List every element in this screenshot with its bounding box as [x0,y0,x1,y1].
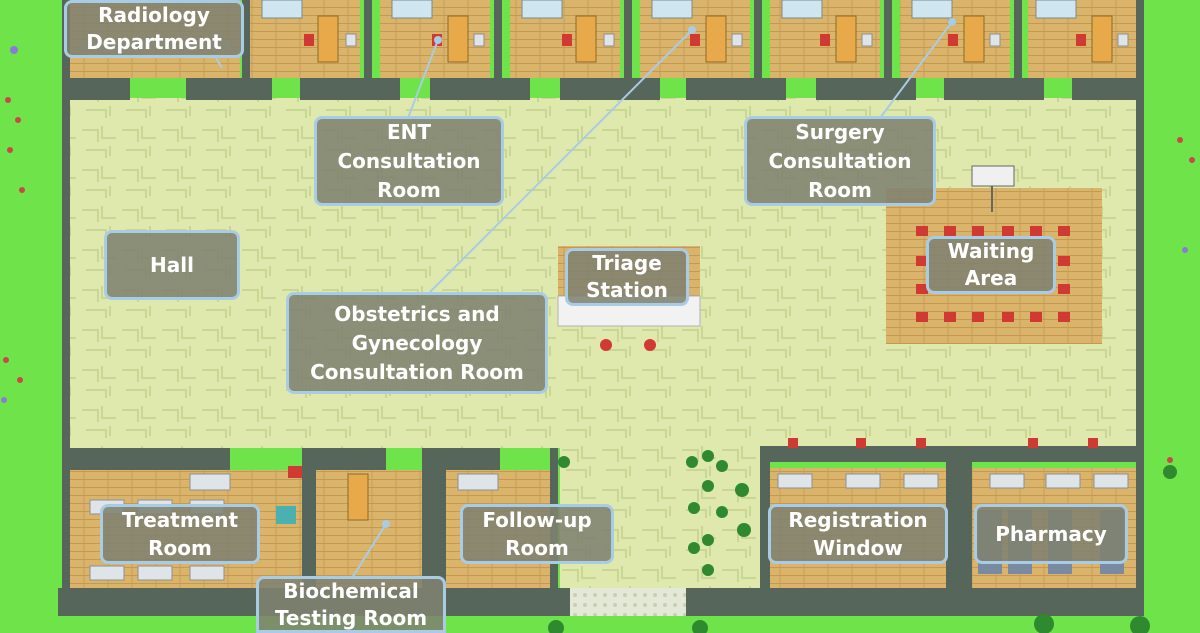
room-label-hall[interactable]: Hall [104,230,240,300]
room-label-surgery[interactable]: Surgery Consultation Room [744,116,936,206]
room-label-ent[interactable]: ENT Consultation Room [314,116,504,206]
room-label-obgyn[interactable]: Obstetrics and Gynecology Consultation R… [286,292,548,394]
room-label-followup[interactable]: Follow-up Room [460,504,614,564]
room-label-biochemical[interactable]: Biochemical Testing Room [256,576,446,633]
room-label-registration[interactable]: Registration Window [768,504,948,564]
room-label-waiting[interactable]: Waiting Area [926,236,1056,294]
room-label-treatment[interactable]: Treatment Room [100,504,260,564]
room-label-triage[interactable]: Triage Station [565,248,689,306]
room-label-pharmacy[interactable]: Pharmacy [974,504,1128,564]
room-label-radiology[interactable]: Radiology Department [64,0,244,58]
